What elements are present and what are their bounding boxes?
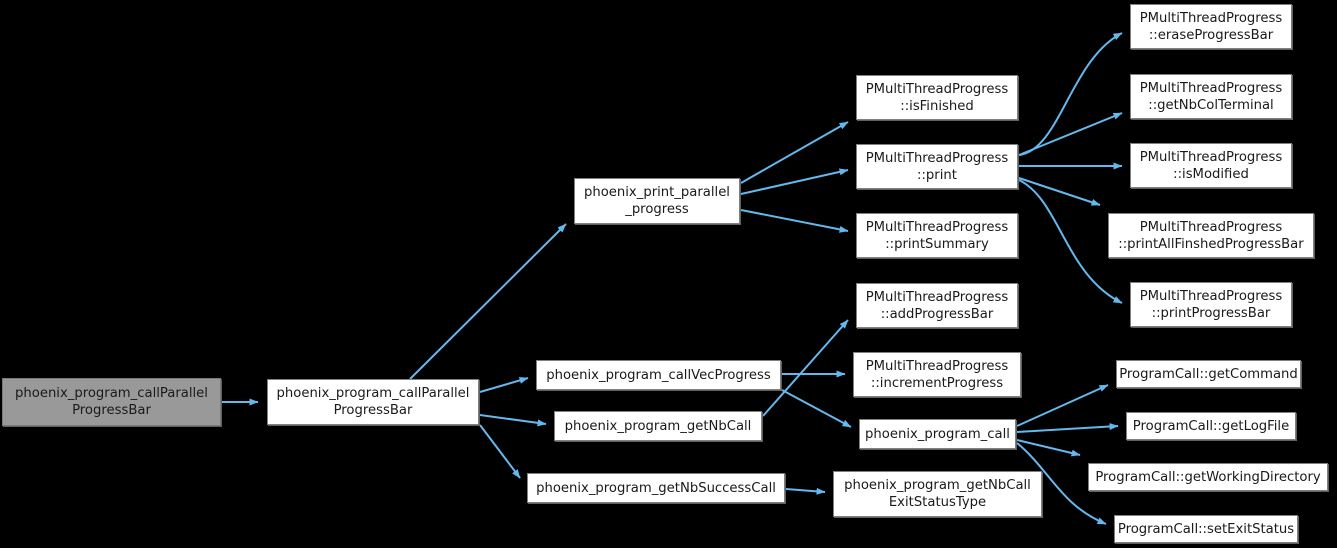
graph-node-n7[interactable]: PMultiThreadProgress ::print [856,144,1018,189]
graph-node-n4[interactable]: phoenix_program_getNbCall [554,411,762,441]
graph-node-label: phoenix_program_callParallel ProgressBar [276,386,470,418]
graph-node-n8[interactable]: PMultiThreadProgress ::printSummary [856,213,1018,258]
graph-node-n3[interactable]: phoenix_program_callVecProgress [536,360,781,390]
graph-node-n16[interactable]: PMultiThreadProgress ::printAllFinshedPr… [1108,213,1314,258]
graph-node-n10[interactable]: PMultiThreadProgress ::incrementProgress [853,352,1021,397]
edge-n11-to-n18 [1016,384,1109,427]
graph-node-label: phoenix_program_call [865,426,1010,442]
graph-node-label: PMultiThreadProgress ::print [865,150,1009,183]
graph-node-n0[interactable]: phoenix_program_callParallel ProgressBar [2,378,221,426]
graph-node-label: PMultiThreadProgress ::getNbColTerminal [1139,80,1283,113]
graph-node-n17[interactable]: PMultiThreadProgress ::printProgressBar [1130,282,1292,327]
graph-node-n12[interactable]: phoenix_program_getNbCall ExitStatusType [833,471,1042,517]
graph-node-label: PMultiThreadProgress ::printProgressBar [1139,288,1283,321]
graph-node-n2[interactable]: phoenix_print_parallel _progress [574,178,740,224]
graph-node-n21[interactable]: ProgramCall::setExitStatus [1114,515,1298,543]
graph-node-label: PMultiThreadProgress ::isModified [1139,149,1283,182]
edge-n1-to-n2 [409,223,567,380]
edge-n11-to-n19 [1016,423,1119,433]
edge-n7-to-n16 [1018,177,1101,206]
graph-node-n11[interactable]: phoenix_program_call [859,419,1016,449]
graph-node-n15[interactable]: PMultiThreadProgress ::isModified [1130,143,1292,188]
graph-node-n13[interactable]: PMultiThreadProgress ::eraseProgressBar [1130,4,1292,49]
graph-node-label: phoenix_program_getNbCall ExitStatusType [844,478,1031,510]
edge-n7-to-n14 [1018,112,1123,156]
edge-n7-to-n13 [1018,32,1123,156]
edge-n3-to-n11 [781,389,852,428]
graph-node-n5[interactable]: phoenix_program_getNbSuccessCall [527,473,785,503]
edge-n1-to-n4 [479,414,547,427]
graph-node-n20[interactable]: ProgramCall::getWorkingDirectory [1088,463,1328,491]
graph-node-label: ProgramCall::getCommand [1119,366,1298,382]
edge-n7-to-n17 [1018,179,1123,304]
graph-node-label: phoenix_program_getNbCall [564,418,752,434]
graph-node-label: PMultiThreadProgress ::printSummary [865,219,1009,252]
graph-node-label: ProgramCall::getWorkingDirectory [1095,469,1321,485]
edge-n1-to-n3 [479,377,529,393]
graph-node-n18[interactable]: ProgramCall::getCommand [1116,360,1301,388]
graph-node-n6[interactable]: PMultiThreadProgress ::isFinished [856,75,1018,120]
graph-node-label: phoenix_program_callVecProgress [546,367,771,383]
graph-node-n9[interactable]: PMultiThreadProgress ::addProgressBar [856,283,1018,328]
graph-node-label: PMultiThreadProgress ::incrementProgress [865,358,1009,391]
graph-node-label: phoenix_program_getNbSuccessCall [536,480,776,496]
graph-node-label: phoenix_print_parallel _progress [584,185,730,217]
edge-n2-to-n8 [740,209,849,233]
graph-node-n19[interactable]: ProgramCall::getLogFile [1126,412,1296,440]
edge-n1-to-n5 [479,424,521,479]
edge-n11-to-n20 [1016,439,1081,457]
edge-n5-to-n12 [785,487,826,495]
graph-node-label: PMultiThreadProgress ::eraseProgressBar [1139,10,1283,43]
graph-node-n14[interactable]: PMultiThreadProgress ::getNbColTerminal [1130,74,1292,119]
graph-node-label: ProgramCall::getLogFile [1132,418,1290,434]
graph-node-n1[interactable]: phoenix_program_callParallel ProgressBar [267,379,479,425]
edge-n2-to-n7 [740,168,849,195]
graph-node-label: PMultiThreadProgress ::isFinished [865,81,1009,114]
edge-n2-to-n6 [740,121,849,184]
graph-node-label: phoenix_program_callParallel ProgressBar [15,386,208,418]
graph-node-label: ProgramCall::setExitStatus [1117,521,1295,537]
graph-node-label: PMultiThreadProgress ::addProgressBar [865,289,1009,322]
graph-node-label: PMultiThreadProgress ::printAllFinshedPr… [1118,219,1304,252]
